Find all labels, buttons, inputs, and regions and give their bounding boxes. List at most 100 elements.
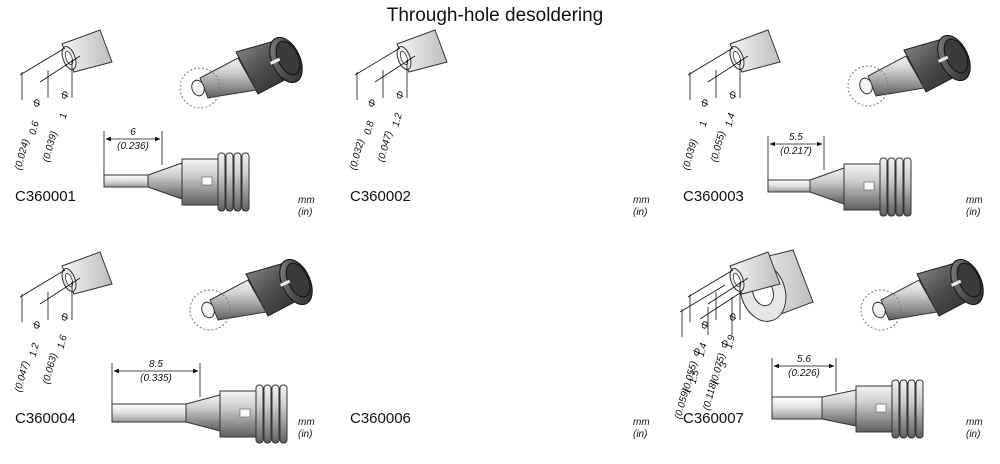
model-label: C360003 <box>683 188 744 205</box>
unit-mm-label: mm <box>298 417 315 428</box>
nozzle-cone <box>880 279 938 321</box>
inner-diameter-mm: 1.2 <box>28 342 42 359</box>
inner-diameter-in: (0.039) <box>681 138 700 171</box>
side-tip <box>767 179 811 193</box>
outer-diameter-mm: 1.9 <box>724 334 738 351</box>
unit-in-label: (in) <box>298 429 312 440</box>
diameter-symbol-outer: Φ <box>59 312 72 323</box>
unit-mm-label: mm <box>298 195 315 206</box>
unit-in-label: (in) <box>633 429 647 440</box>
side-thread-ring <box>895 157 904 217</box>
model-label: C360002 <box>350 188 411 205</box>
side-thread-ring <box>907 379 916 439</box>
length-mm: 5.5 <box>789 132 803 143</box>
unit-mm-label: mm <box>966 417 983 428</box>
side-thread-ring <box>241 152 250 212</box>
dim-line <box>19 269 66 298</box>
side-slot <box>239 408 251 418</box>
tip-bore <box>399 50 409 66</box>
dim-line <box>687 269 734 298</box>
detail-circle <box>847 65 889 107</box>
detail-circle <box>860 289 902 331</box>
unit-in-label: (in) <box>298 207 312 218</box>
model-label: C360001 <box>15 188 76 205</box>
diameter-symbol-outer: Φ <box>394 90 407 101</box>
inner-diameter-mm: 0.8 <box>363 120 377 137</box>
nozzle-thread-inner <box>275 40 301 76</box>
inner-diameter-mm: 1.4 <box>696 342 710 359</box>
dim-line <box>699 292 741 320</box>
side-thread-ring <box>903 157 912 217</box>
diameter-symbol-outer: Φ <box>59 90 72 101</box>
nozzle-opening <box>191 79 205 97</box>
unit-in-label: (in) <box>633 207 647 218</box>
nozzle-opening <box>859 77 873 95</box>
tip-end-drawing <box>729 29 781 73</box>
length-in: (0.226) <box>788 368 820 379</box>
length-in: (0.217) <box>780 146 812 157</box>
nozzle-cone <box>199 57 257 99</box>
side-thread-ring <box>279 384 288 444</box>
nozzle-cone <box>209 279 267 321</box>
unit-in-label: (in) <box>966 429 980 440</box>
side-cone <box>185 394 221 432</box>
tip-bore <box>732 50 742 66</box>
nozzle-3d <box>179 36 303 109</box>
nozzle-slot <box>270 57 281 65</box>
side-thread-ring <box>271 384 280 444</box>
side-tip <box>103 174 149 188</box>
dim-line <box>687 47 734 76</box>
nozzle-thread-inner <box>956 262 982 298</box>
side-thread-ring <box>891 379 900 439</box>
outer-diameter-in: (0.063) <box>41 352 60 385</box>
nozzle-3d <box>847 34 971 107</box>
nozzle-slot <box>938 55 949 63</box>
diameter-symbol-inner: Φ <box>31 320 44 331</box>
nozzle-3d <box>860 258 984 331</box>
side-cone <box>809 167 845 205</box>
side-body <box>181 158 221 206</box>
model-label: C360007 <box>683 410 744 427</box>
tip-end-drawing <box>396 29 448 73</box>
nozzle-side-view: 6(0.236) <box>103 127 250 212</box>
model-label: C360006 <box>350 410 411 427</box>
side-thread-ring <box>263 384 272 444</box>
diameter-symbol-inner: Φ <box>691 347 704 358</box>
dim-line <box>39 277 81 305</box>
outer-diameter-in: (0.055) <box>709 130 728 163</box>
side-thread-ring <box>225 152 234 212</box>
nozzle-slot <box>951 279 962 287</box>
diameter-symbol-inner: Φ <box>699 98 712 109</box>
outer-diameter-mm: 3 <box>718 361 730 370</box>
unit-mm-label: mm <box>633 417 650 428</box>
dim-line <box>374 55 416 83</box>
length-in: (0.335) <box>140 373 172 384</box>
nozzle-cone <box>867 55 925 97</box>
nozzle-side-view: 5.5 (0.217) <box>767 132 912 217</box>
dim-line <box>707 277 749 305</box>
nozzle-slot <box>280 279 291 287</box>
inner-diameter-mm: 1.5 <box>688 369 702 386</box>
side-body <box>855 385 895 433</box>
side-thread-ring <box>915 379 924 439</box>
side-slot <box>201 176 213 186</box>
side-slot <box>863 181 875 191</box>
outer-diameter-in: (0.047) <box>376 130 395 163</box>
page-title: Through-hole desoldering <box>387 5 604 26</box>
tip-end-drawing <box>61 29 113 73</box>
unit-mm-label: mm <box>633 195 650 206</box>
diameter-symbol-inner: Φ <box>366 98 379 109</box>
inner-diameter-mm: 1 <box>698 120 710 128</box>
side-tip <box>771 396 823 420</box>
side-thread-ring <box>217 152 226 212</box>
side-thread-ring <box>233 152 242 212</box>
side-body <box>219 390 259 438</box>
tip-bore <box>64 50 74 66</box>
outer-diameter-mm: 1.6 <box>56 334 70 351</box>
dim-line <box>19 47 66 76</box>
length-mm: 8.5 <box>149 359 163 370</box>
